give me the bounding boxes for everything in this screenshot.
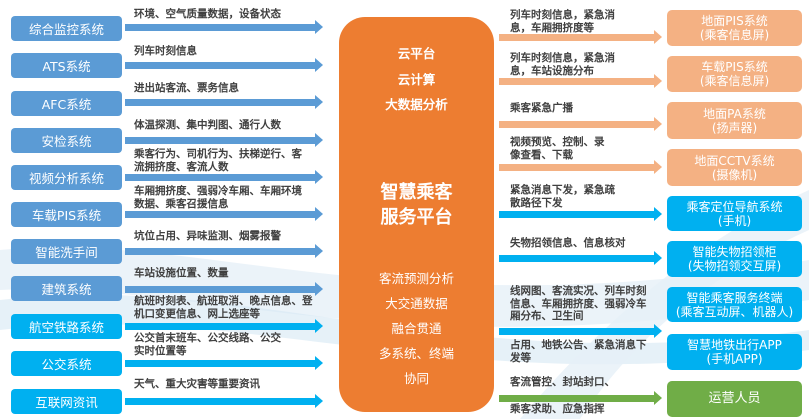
source-system-bus: 公交系统: [11, 351, 122, 376]
target-name: 乘客定位导航系统: [686, 199, 783, 214]
data-flow-label: 乘客求助、应急指挥: [510, 403, 605, 415]
target-service-terminal: 智能乘客服务终端(乘客互动屏、机器人): [667, 287, 802, 322]
data-flow-label: 公交首末班车、公交线路、公交实时位置等: [134, 332, 281, 357]
target-ground-pis: 地面PIS系统(乘客信息屏): [667, 10, 802, 46]
arrow-right: [499, 391, 662, 405]
arrow-right: [125, 170, 323, 184]
data-flow-label: 车站设施位置、数量: [134, 267, 229, 279]
source-system-internet-news: 互联网资讯: [11, 389, 122, 414]
arrow-right: [125, 394, 323, 408]
data-flow-label: 占用、地铁公告、紧急消息下发等: [510, 339, 647, 364]
target-lost-and-found-cabinet: 智能失物招领柜(失物招领交互屏): [667, 241, 802, 277]
data-flow-label: 视频预览、控制、录像查看、下载: [510, 136, 605, 161]
arrow-right: [125, 133, 323, 147]
data-flow-label: 天气、重大灾害等重要资讯: [134, 378, 260, 390]
source-system-security-check: 安检系统: [11, 128, 122, 153]
arrow-right: [499, 117, 662, 131]
target-name: 地面PA系统: [703, 106, 766, 121]
platform-capability: 大交通数据: [385, 296, 448, 311]
data-flow-label: 车厢拥挤度、强弱冷车厢、车厢环境数据、乘客召援信息: [134, 185, 302, 210]
platform-capability: 协同: [403, 371, 429, 386]
target-name: 智慧地铁出行APP: [687, 338, 782, 352]
arrow-right: [125, 356, 323, 370]
target-name: 智能失物招领柜: [692, 245, 777, 259]
source-system-onboard-pis: 车载PIS系统: [11, 202, 122, 227]
arrow-right: [499, 160, 662, 174]
target-device: (扬声器): [711, 120, 758, 135]
arrow-right: [499, 74, 662, 88]
target-name: 运营人员: [708, 391, 761, 406]
source-system-smart-restroom: 智能洗手间: [11, 239, 122, 264]
arrow-right: [125, 244, 323, 258]
platform-capability: 融合贯通: [391, 321, 442, 336]
arrow-right: [125, 319, 323, 333]
arrow-right: [125, 95, 323, 109]
arrow-right: [499, 207, 662, 221]
arrow-right: [499, 251, 662, 265]
platform-title: 服务平台: [380, 207, 453, 228]
target-onboard-pis: 车载PIS系统(乘客信息屏): [667, 56, 802, 92]
source-system-building: 建筑系统: [11, 276, 122, 301]
target-name: 智能乘客服务终端: [686, 290, 783, 305]
data-flow-label: 坑位占用、异味监测、烟雾报警: [134, 230, 281, 242]
data-flow-label: 列车时刻信息，紧急消息，车厢拥挤度等: [510, 9, 615, 34]
arrow-right: [499, 324, 662, 338]
target-passenger-navigation: 乘客定位导航系统(手机): [667, 196, 802, 231]
target-device: (手机): [717, 213, 752, 228]
target-device: (乘客信息屏): [699, 28, 770, 42]
target-device: (乘客信息屏): [699, 74, 770, 88]
data-flow-label: 列车时刻信息，紧急消息，车站设施分布: [510, 52, 615, 77]
arrow-right: [499, 30, 662, 44]
data-flow-label: 紧急消息下发，紧急疏散路径下发: [510, 184, 615, 209]
target-name: 地面PIS系统: [701, 14, 768, 28]
source-system-afc: AFC系统: [11, 91, 122, 116]
data-flow-label: 体温探测、集中判图、通行人数: [134, 119, 281, 131]
target-ground-pa: 地面PA系统(扬声器): [667, 102, 802, 139]
data-flow-label: 航班时刻表、航班取消、晚点信息、登机口变更信息、网上选座等: [134, 295, 313, 320]
target-device: (乘客互动屏、机器人): [675, 304, 794, 319]
source-system-ats: ATS系统: [11, 53, 122, 78]
target-device: (摄像机): [711, 167, 758, 182]
data-flow-label: 客流管控、封站封口、: [510, 376, 615, 388]
target-device: (手机APP): [706, 352, 763, 366]
arrow-right: [125, 282, 323, 296]
platform-feature: 云平台: [397, 46, 436, 61]
source-system-air-rail: 航空铁路系统: [11, 314, 122, 339]
platform-capability: 多系统、终端: [378, 346, 454, 361]
target-ground-cctv: 地面CCTV系统(摄像机): [667, 149, 802, 186]
target-name: 车载PIS系统: [701, 60, 768, 74]
target-metro-app: 智慧地铁出行APP(手机APP): [667, 334, 802, 370]
platform-feature: 云计算: [397, 72, 436, 87]
data-flow-label: 乘客行为、司机行为、扶梯逆行、客流拥挤度、客流人数: [134, 148, 302, 173]
data-flow-label: 进出站客流、票务信息: [134, 82, 239, 94]
platform-title: 智慧乘客: [380, 182, 453, 203]
platform-capability: 客流预测分析: [378, 271, 454, 286]
data-flow-label: 失物招领信息、信息核对: [510, 237, 626, 249]
target-name: 地面CCTV系统: [694, 153, 775, 168]
smart-passenger-service-platform: 云平台 云计算 大数据分析 智慧乘客 服务平台 客流预测分析 大交通数据 融合贯…: [339, 17, 494, 412]
arrow-right: [125, 207, 323, 221]
arrow-right: [125, 20, 323, 34]
platform-feature: 大数据分析: [385, 97, 448, 112]
data-flow-label: 线网图、客流实况、列车时刻信息、车厢拥挤度、强弱冷车厢分布、卫生间: [510, 285, 647, 322]
source-system-integrated-monitoring: 综合监控系统: [11, 16, 122, 41]
data-flow-label: 列车时刻信息: [134, 45, 197, 57]
arrow-right: [125, 58, 323, 72]
target-operations-staff: 运营人员: [667, 381, 802, 417]
data-flow-label: 环境、空气质量数据，设备状态: [134, 8, 281, 20]
source-system-video-analysis: 视频分析系统: [11, 165, 122, 190]
target-device: (失物招领交互屏): [687, 259, 782, 273]
data-flow-label: 乘客紧急广播: [510, 102, 573, 114]
